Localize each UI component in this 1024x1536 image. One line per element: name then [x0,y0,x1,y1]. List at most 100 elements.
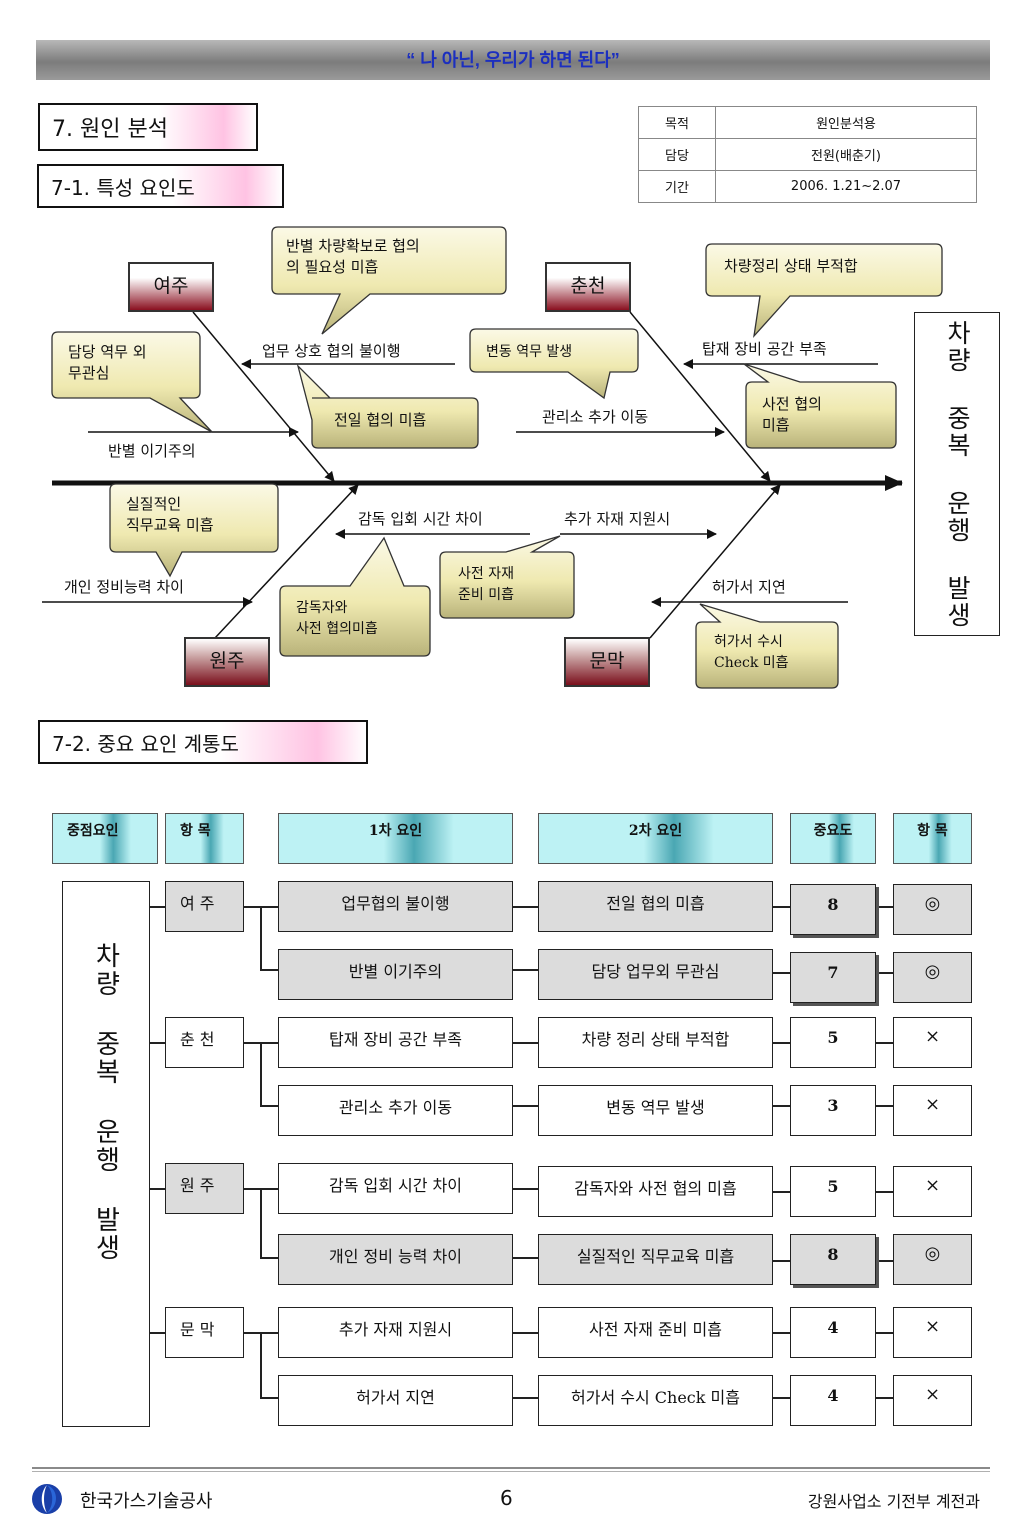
callout-b9 [695,603,839,689]
callout-text: 사전 자재 준비 미흡 [458,564,514,606]
bone-chuncheon [629,311,771,482]
callout-line: 미흡 [762,416,790,434]
first-factor-cell: 반별 이기주의 [278,949,513,1000]
info-key: 기간 [638,170,716,203]
mark-cell: × [893,1375,972,1426]
header-importance: 중요도 [790,813,876,864]
region-munmak: 문막 [564,637,650,687]
callout-line: 실질적인 [126,495,182,513]
first-factor-cell: 추가 자재 지원시 [278,1307,513,1358]
section-title: 7. 원인 분석 [38,103,258,151]
tree-group-yeoju: 여 주 [165,881,244,932]
callout-line: 전일 협의 미흡 [334,411,427,429]
info-table: 목적 원인분석용 담당 전원(배춘기) 기간 2006. 1.21~2.07 [638,106,977,203]
importance-cell: 8 [790,1234,876,1285]
second-factor-cell: 허가서 수시 Check 미흡 [538,1375,773,1426]
importance-cell: 4 [790,1307,876,1358]
callout-text: 반별 차량확보로 협의 의 필요성 미흡 [286,236,420,278]
mark-cell: × [893,1085,972,1136]
mark-cell: × [893,1017,972,1068]
company-logo-icon [32,1484,62,1514]
region-yeoju: 여주 [128,262,214,312]
bone-munmak [649,484,781,639]
effect-box: 차량 중복 운행 발생 [914,312,1000,636]
first-factor-cell: 관리소 추가 이동 [278,1085,513,1136]
callout-text: 사전 협의 미흡 [762,394,822,436]
callout-line: 의 필요성 미흡 [286,258,379,276]
second-factor-cell: 차량 정리 상태 부적합 [538,1017,773,1068]
second-factor-cell: 전일 협의 미흡 [538,881,773,932]
footer-divider-thin [32,1471,990,1472]
info-row-period: 기간 2006. 1.21~2.07 [638,170,977,203]
info-row-owner: 담당 전원(배춘기) [638,138,977,171]
callout-line: 담당 역무 외 [68,343,147,361]
tree-root-text: 차량 중복 운행 발생 [90,942,121,1262]
header-item-mark: 항 목 [893,813,972,864]
cause-label: 관리소 추가 이동 [542,408,649,426]
region-wonju: 원주 [184,637,270,687]
callout-line: 사전 협의 [762,395,822,413]
second-factor-cell: 변동 역무 발생 [538,1085,773,1136]
callout-line: 준비 미흡 [458,587,514,603]
callout-b8 [439,535,575,619]
info-value: 2006. 1.21~2.07 [715,170,977,203]
callout-b1 [271,226,507,335]
first-factor-cell: 업무협의 불이행 [278,881,513,932]
callout-line: 사전 협의미흡 [296,621,378,637]
callout-b4 [705,243,943,339]
mark-cell: ◎ [893,952,972,1003]
cause-label: 개인 정비능력 차이 [64,578,184,596]
cause-label: 허가서 지연 [712,578,786,596]
importance-cell: 4 [790,1375,876,1426]
mark-cell: × [893,1307,972,1358]
callout-b2 [51,331,213,433]
first-factor-cell: 감독 입회 시간 차이 [278,1163,513,1214]
importance-cell: 8 [790,884,876,935]
tree-root-box: 차량 중복 운행 발생 [62,881,150,1427]
callout-line: 무관심 [68,364,110,382]
callout-line: 허가서 수시 [714,634,783,650]
second-factor-cell: 사전 자재 준비 미흡 [538,1307,773,1358]
callout-text: 차량정리 상태 부적합 [724,256,858,277]
second-factor-cell: 담당 업무외 무관심 [538,949,773,1000]
callout-line: 사전 자재 [458,566,514,582]
cause-label: 탑재 장비 공간 부족 [702,340,827,358]
callout-line: 직무교육 미흡 [126,516,214,534]
cause-label: 반별 이기주의 [108,442,196,460]
cause-label: 감독 입회 시간 차이 [358,510,483,528]
callout-text: 전일 협의 미흡 [334,410,426,431]
bone-yeoju [192,311,335,482]
callout-line: 차량정리 상태 부적합 [724,257,858,275]
mark-cell: × [893,1166,972,1217]
info-value: 전원(배춘기) [715,138,977,171]
callout-b5 [743,363,897,449]
footer-company: 한국가스기술공사 [80,1491,213,1512]
importance-cell: 5 [790,1017,876,1068]
effect-text: 차량 중복 운행 발생 [943,319,972,629]
callout-b3 [296,363,479,449]
footer-department: 강원사업소 기전부 계전과 [807,1492,980,1511]
tree-group-wonju: 원 주 [165,1163,244,1214]
importance-cell: 7 [790,952,876,1003]
callout-line: 감독자와 [296,600,348,616]
first-factor-cell: 개인 정비 능력 차이 [278,1234,513,1285]
cause-label: 업무 상호 협의 불이행 [262,342,401,360]
callout-line: 반별 차량확보로 협의 [286,237,420,255]
callout-text: 허가서 수시 Check 미흡 [714,632,789,674]
callout-b7 [279,536,431,657]
header-item: 항 목 [165,813,244,864]
callout-b6 [109,483,279,578]
header-first-factor: 1차 요인 [278,813,513,864]
importance-cell: 5 [790,1166,876,1217]
subsection-fishbone-title: 7-1. 특성 요인도 [37,164,284,208]
callout-text: 실질적인 직무교육 미흡 [126,494,214,536]
second-factor-cell: 실질적인 직무교육 미흡 [538,1234,773,1285]
first-factor-cell: 탑재 장비 공간 부족 [278,1017,513,1068]
callout-text: 감독자와 사전 협의미흡 [296,598,378,640]
mark-cell: ◎ [893,1234,972,1285]
tree-group-chuncheon: 춘 천 [165,1017,244,1068]
footer-page-number: 6 [500,1486,513,1510]
callout-text: 담당 역무 외 무관심 [68,342,147,384]
second-factor-cell: 감독자와 사전 협의 미흡 [538,1166,773,1217]
footer-divider [32,1467,990,1469]
